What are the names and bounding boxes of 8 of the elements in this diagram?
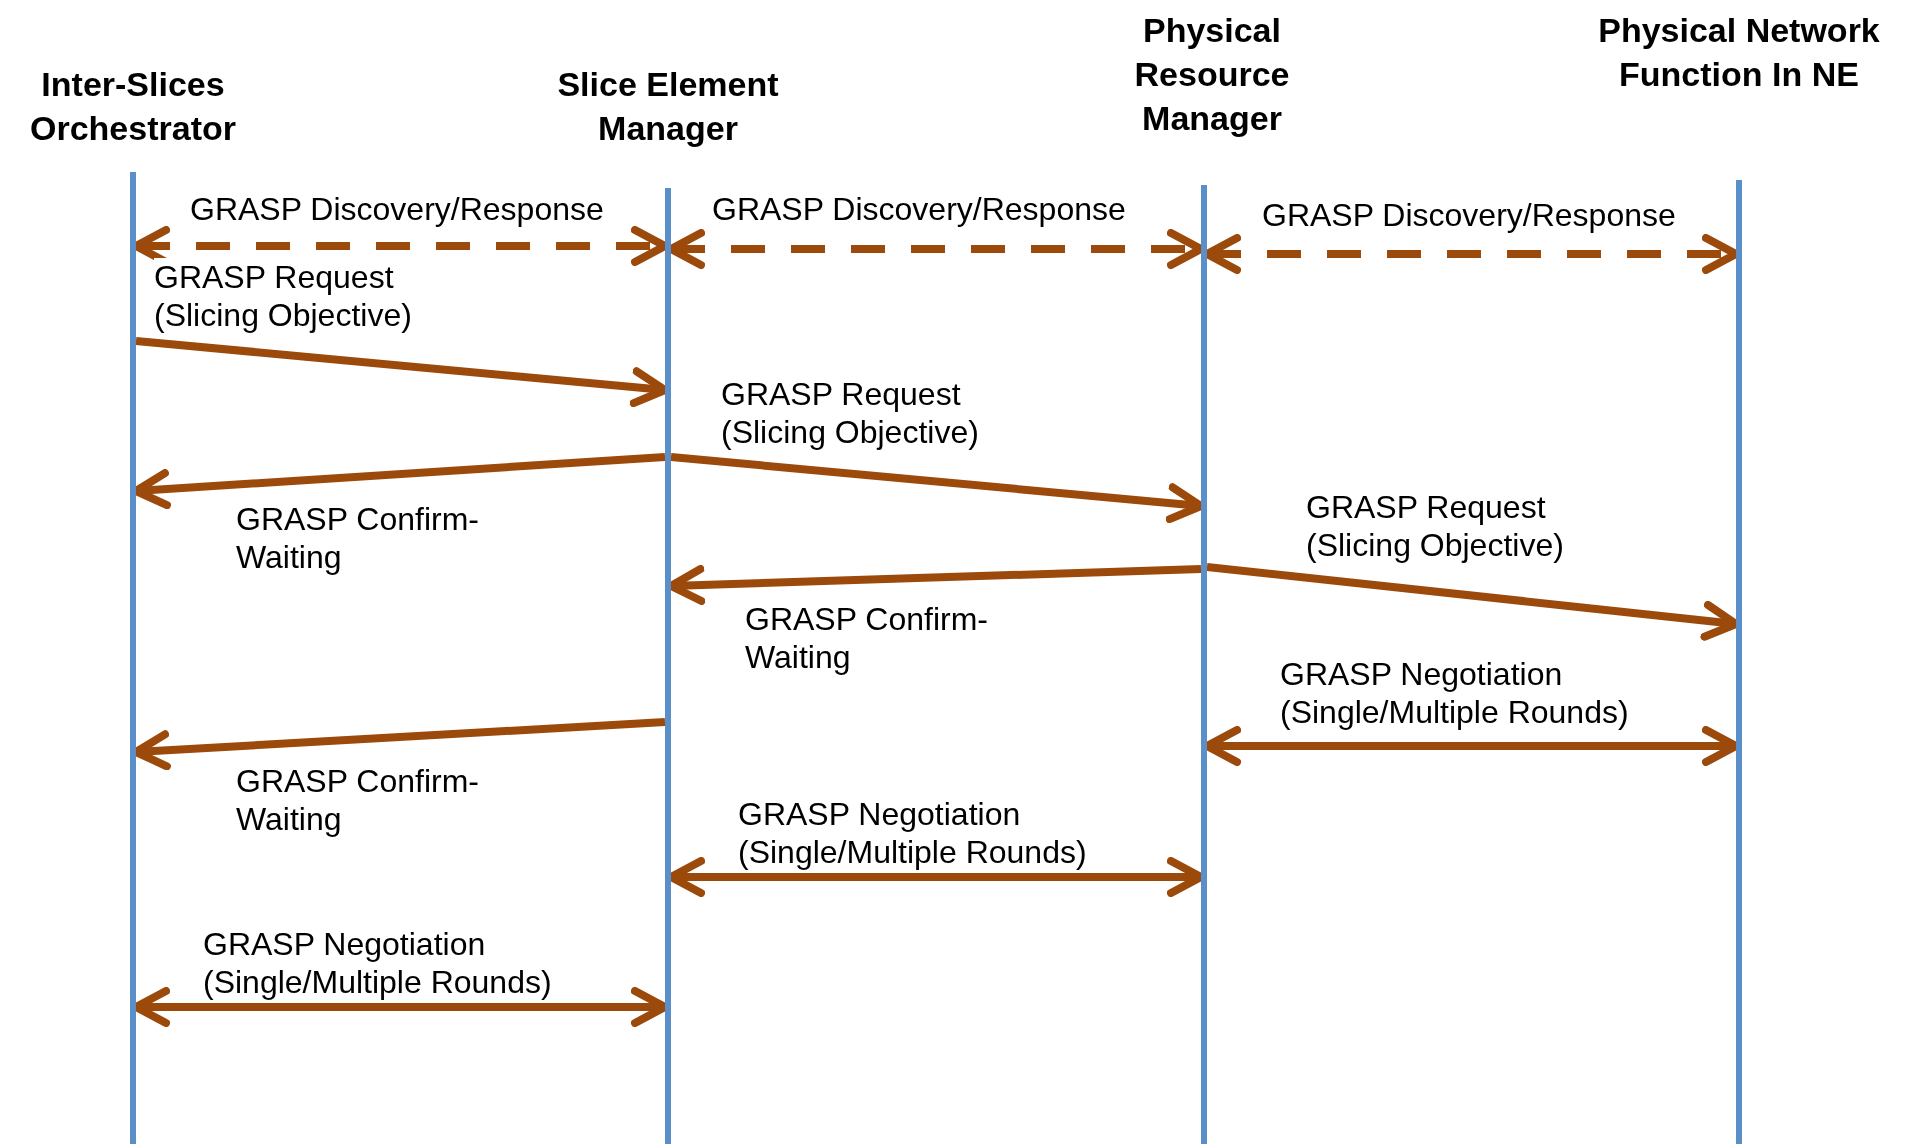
participant-label: Inter-Slices Orchestrator: [3, 62, 263, 151]
lifeline: [1736, 180, 1742, 1144]
lifeline: [665, 188, 671, 1144]
participant-label: Physical Network Function In NE: [1569, 8, 1909, 97]
participant-label: Physical Resource Manager: [1112, 8, 1312, 141]
lifeline: [130, 172, 136, 1144]
participant-label: Slice Element Manager: [528, 62, 808, 151]
lifeline: [1201, 185, 1207, 1144]
